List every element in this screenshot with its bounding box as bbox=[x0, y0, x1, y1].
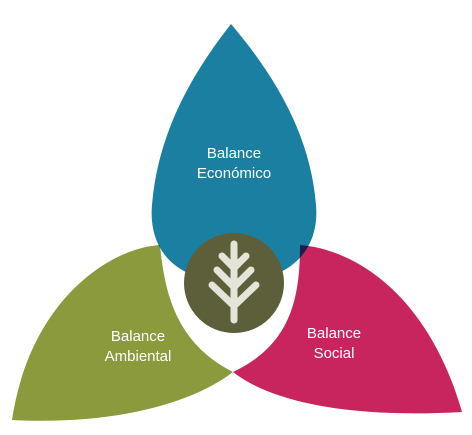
social-petal bbox=[233, 245, 462, 414]
social-label-line2: Social bbox=[314, 345, 355, 362]
environmental-label: Balance bbox=[111, 328, 165, 345]
environmental-petal bbox=[12, 245, 233, 421]
economic-label-line2: Económico bbox=[197, 165, 271, 182]
economic-label: Balance bbox=[207, 145, 261, 162]
social-label: Balance bbox=[307, 325, 361, 342]
leaf-icon bbox=[208, 240, 260, 324]
environmental-label-line2: Ambiental bbox=[105, 348, 172, 365]
economic-petal bbox=[151, 24, 317, 282]
